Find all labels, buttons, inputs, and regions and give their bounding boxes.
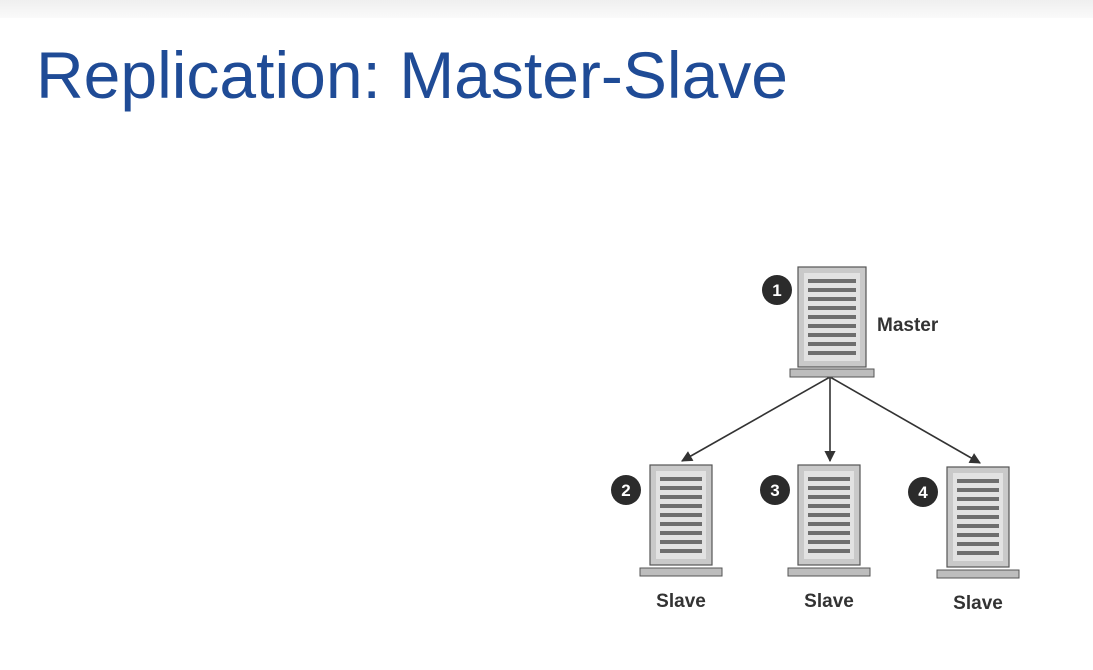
badge-3: 3 — [760, 475, 790, 505]
server-icon-slave-3 — [787, 464, 871, 577]
badge-1-number: 1 — [772, 281, 781, 300]
node-label-slave-4: Slave — [953, 593, 1003, 614]
node-label-master: Master — [877, 315, 939, 336]
badge-4-number: 4 — [918, 483, 928, 502]
replication-diagram-svg: 1 Master 2 Slave — [611, 266, 1020, 614]
slide-top-band — [0, 0, 1093, 18]
server-icon-slave-2 — [639, 464, 723, 577]
slide-title: Replication: Master-Slave — [36, 38, 788, 112]
badge-2: 2 — [611, 475, 641, 505]
badge-3-number: 3 — [770, 481, 779, 500]
badge-4: 4 — [908, 477, 938, 507]
edge-master-to-slave-2 — [681, 376, 831, 462]
node-label-slave-3: Slave — [804, 591, 854, 612]
replication-diagram: 1 Master 2 Slave — [590, 255, 1050, 635]
server-icon-master — [789, 266, 875, 378]
node-label-slave-2: Slave — [656, 591, 706, 612]
badge-2-number: 2 — [621, 481, 630, 500]
badge-1: 1 — [762, 275, 792, 305]
server-icon-slave-4 — [936, 466, 1020, 579]
edge-master-to-slave-4 — [829, 376, 981, 464]
